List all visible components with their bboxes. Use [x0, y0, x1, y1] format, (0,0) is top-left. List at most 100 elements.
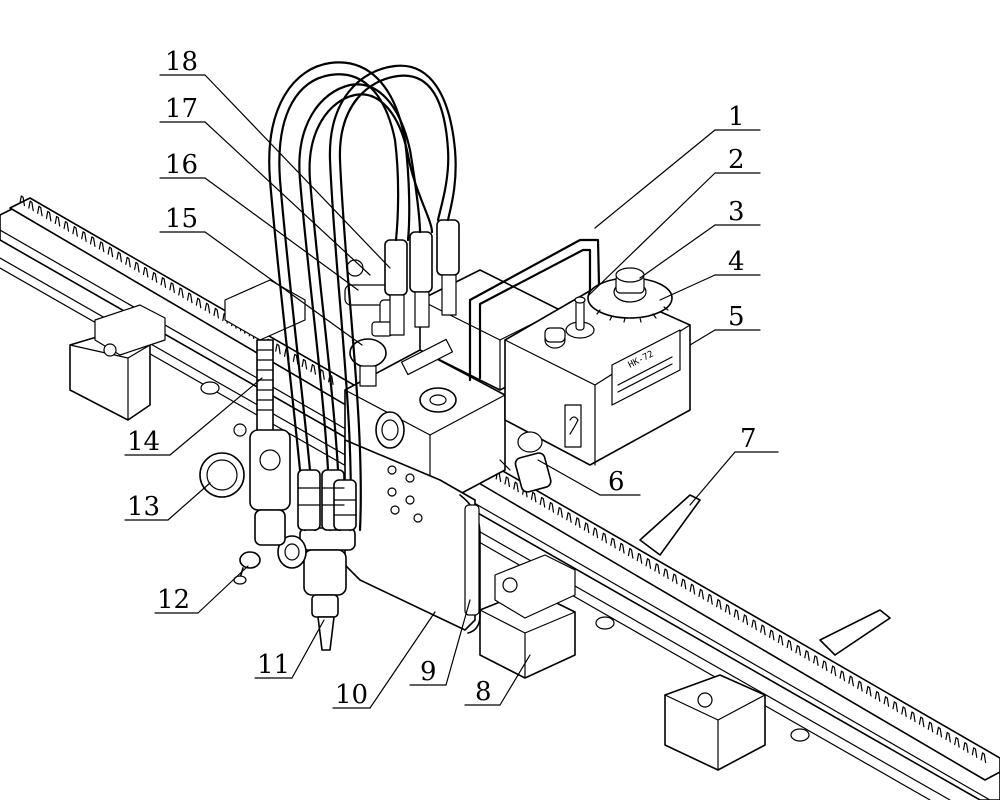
rack-tooth — [160, 277, 167, 288]
label-7: 7 — [740, 424, 757, 454]
rack-tooth — [901, 706, 907, 718]
rack-tooth — [698, 588, 705, 600]
label-14: 14 — [127, 427, 160, 457]
rack-tooth — [195, 297, 202, 309]
rack-tooth — [795, 644, 802, 656]
rack-tooth — [821, 660, 828, 672]
label-4: 4 — [728, 247, 745, 277]
rack-tooth — [566, 512, 572, 523]
rack-tooth — [89, 236, 96, 248]
label-13: 13 — [127, 492, 160, 522]
cutting-torch — [277, 527, 356, 651]
rack-tooth — [777, 634, 784, 646]
rack-tooth — [169, 282, 175, 294]
rack-tooth — [98, 241, 105, 253]
rack-tooth — [786, 639, 793, 651]
label-5: 5 — [728, 302, 745, 332]
rack-tooth — [830, 665, 837, 677]
rack-tooth — [151, 272, 158, 283]
rack-tooth — [874, 690, 881, 702]
carry-handle — [468, 238, 602, 382]
rack-tooth — [927, 721, 934, 733]
rack-tooth — [530, 491, 537, 503]
rack-tooth — [971, 747, 978, 758]
rack-tooth — [213, 307, 220, 319]
rack-tooth — [918, 716, 925, 728]
rack-tooth — [81, 231, 87, 242]
rack-tooth — [72, 226, 78, 237]
rack-tooth — [178, 287, 184, 299]
rack-tooth — [19, 195, 26, 207]
rack-tooth — [539, 496, 546, 508]
rack-tooth — [962, 742, 969, 753]
rack-tooth — [601, 532, 608, 544]
rack-tooth — [142, 266, 149, 278]
rack-tooth — [63, 220, 70, 232]
label-17: 17 — [165, 94, 198, 124]
rack-tooth — [760, 624, 766, 636]
rack-tooth — [54, 215, 61, 227]
rack-tooth — [680, 578, 687, 590]
label-18: 18 — [165, 47, 198, 77]
rack-tooth — [663, 568, 669, 580]
rack-tooth — [883, 696, 890, 707]
rack-tooth — [742, 614, 749, 626]
rack-tooth — [813, 655, 819, 666]
rack-tooth — [945, 731, 951, 743]
rack-tooth — [116, 251, 123, 263]
rack-tooth — [936, 726, 943, 738]
rack-tooth — [980, 752, 987, 764]
rack-tooth — [583, 522, 590, 534]
rack-tooth — [768, 629, 775, 641]
rack-tooth — [654, 563, 660, 575]
label-10: 10 — [335, 680, 368, 710]
label-12: 12 — [157, 585, 190, 615]
gas-hoses — [268, 61, 457, 532]
rack-tooth — [37, 205, 43, 217]
rack-tooth — [707, 593, 713, 605]
rack-tooth — [134, 261, 140, 273]
rack-tooth — [689, 583, 696, 595]
rack-tooth — [557, 507, 563, 518]
rack-tooth — [716, 599, 722, 610]
label-16: 16 — [165, 150, 198, 180]
label-3: 3 — [728, 197, 745, 227]
rack-tooth — [954, 736, 960, 748]
rack-tooth — [292, 353, 299, 365]
rack-tooth — [848, 675, 854, 687]
valve-assembly — [199, 339, 291, 585]
label-11: 11 — [257, 650, 290, 680]
rack-tooth — [574, 517, 581, 529]
rack-teeth — [19, 195, 987, 764]
rack-tooth — [301, 358, 308, 370]
rack-tooth — [204, 302, 211, 314]
rack-tooth — [839, 670, 846, 682]
rack-tooth — [671, 573, 678, 585]
rack-tooth — [28, 200, 34, 212]
rack-tooth — [865, 685, 872, 697]
label-2: 2 — [728, 145, 745, 175]
label-9: 9 — [420, 657, 437, 687]
rack-tooth — [751, 619, 757, 631]
label-8: 8 — [475, 677, 492, 707]
rack-tooth — [310, 364, 317, 375]
rack-tooth — [619, 542, 625, 554]
rack-tooth — [125, 256, 131, 268]
clamp-knob — [499, 431, 552, 493]
rack-tooth — [275, 343, 281, 355]
rack-tooth — [857, 680, 863, 692]
torch-mount-plate — [344, 439, 481, 634]
rack-tooth — [892, 701, 899, 712]
label-15: 15 — [165, 204, 198, 234]
rack-tooth — [548, 501, 555, 513]
part-labels: 18 17 16 15 14 13 12 11 10 9 8 7 6 5 4 3… — [127, 47, 757, 710]
leader-lines — [124, 74, 779, 709]
rack-tooth — [910, 711, 916, 723]
rack-tooth — [186, 292, 193, 304]
control-box: HK-72 — [504, 267, 691, 466]
label-1: 1 — [728, 102, 745, 132]
rack-tooth — [513, 481, 519, 493]
rack-tooth — [724, 604, 731, 615]
